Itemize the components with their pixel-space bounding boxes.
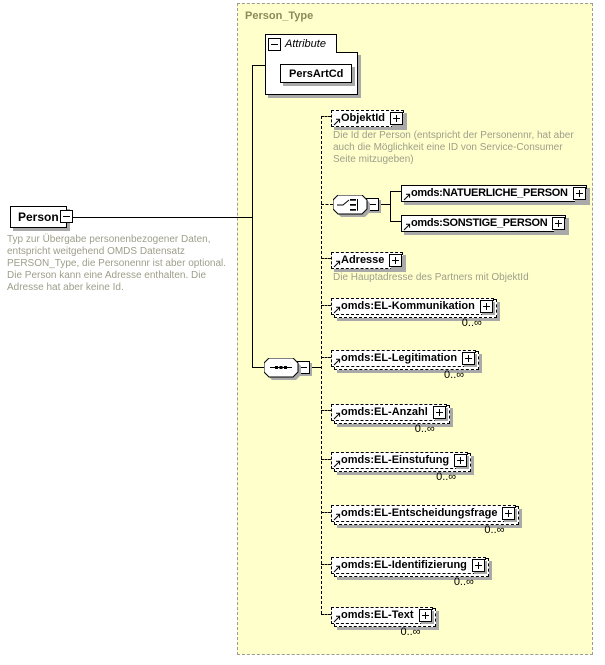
- cardinality-label: 0..∞: [461, 317, 482, 329]
- element-el-einstufung[interactable]: omds:EL-Einstufung 0..∞: [331, 450, 472, 483]
- plus-icon[interactable]: [462, 351, 476, 365]
- plus-icon[interactable]: [389, 253, 403, 267]
- reference-arrow-icon: [333, 306, 341, 313]
- connector-line: [390, 221, 401, 222]
- element-el-identifizierung[interactable]: omds:EL-Identifizierung 0..∞: [331, 555, 489, 588]
- sequence-dot: [279, 366, 283, 369]
- adresse-annotation: Die Hauptadresse des Partners mit Objekt…: [333, 272, 529, 283]
- plus-icon[interactable]: [502, 506, 516, 520]
- reference-arrow-icon: [333, 565, 341, 572]
- choice-icon[interactable]: [333, 195, 371, 218]
- element-el-entscheidungsfrage[interactable]: omds:EL-Entscheidungsfrage 0..∞: [331, 503, 520, 536]
- plus-icon[interactable]: [572, 186, 586, 200]
- connector-line: [310, 367, 321, 368]
- element-label: omds:EL-Einstufung: [341, 454, 450, 466]
- cardinality-label: 0..∞: [436, 471, 457, 483]
- element-label: omds:NATUERLICHE_PERSON: [411, 187, 568, 199]
- person-type-title: Person_Type: [245, 10, 314, 22]
- sequence-dot: [284, 366, 287, 369]
- reference-arrow-icon: [333, 460, 341, 467]
- attribute-persartcd-label: PersArtCd: [289, 67, 344, 80]
- reference-arrow-icon: [333, 118, 341, 125]
- connector-stub: [321, 614, 331, 615]
- connector-line: [379, 204, 390, 205]
- cardinality-label: 0..∞: [444, 369, 465, 381]
- attribute-persartcd[interactable]: PersArtCd: [280, 64, 353, 83]
- element-objektid[interactable]: ObjektId: [331, 108, 405, 127]
- attribute-section-tab[interactable]: Attribute: [265, 34, 337, 53]
- reference-arrow-icon: [333, 513, 341, 520]
- choice-dash: [350, 204, 356, 206]
- person-type-container: [237, 3, 593, 655]
- element-person[interactable]: Person: [10, 206, 73, 228]
- attribute-section-label: Attribute: [285, 38, 326, 50]
- element-label: ObjektId: [341, 112, 386, 124]
- connector-stub: [321, 305, 331, 306]
- connector-stub: [321, 116, 331, 117]
- connector-stub: [321, 410, 331, 411]
- plus-icon[interactable]: [479, 299, 493, 313]
- objektid-annotation: Die Id der Person (entspricht der Person…: [333, 130, 574, 165]
- choice-dash: [350, 209, 356, 211]
- reference-arrow-icon: [333, 615, 341, 622]
- element-label: omds:EL-Kommunikation: [341, 300, 475, 312]
- plus-icon[interactable]: [432, 405, 446, 419]
- reference-arrow-icon: [333, 260, 341, 267]
- plus-icon[interactable]: [471, 558, 485, 572]
- connector-stub: [321, 512, 331, 513]
- element-el-anzahl[interactable]: omds:EL-Anzahl 0..∞: [331, 402, 450, 435]
- element-el-text[interactable]: omds:EL-Text 0..∞: [331, 605, 436, 638]
- element-label: omds:EL-Text: [341, 609, 414, 621]
- element-label: Adresse: [341, 254, 385, 266]
- connector-line: [69, 217, 252, 218]
- choice-dash: [350, 199, 356, 201]
- element-label: omds:EL-Entscheidungsfrage: [341, 507, 498, 519]
- connector-line: [252, 65, 253, 368]
- minus-icon[interactable]: [268, 37, 281, 51]
- element-label: omds:EL-Anzahl: [341, 406, 428, 418]
- element-label: omds:SONSTIGE_PERSON: [411, 217, 548, 229]
- connector-stub: [321, 204, 333, 205]
- connector-line: [390, 191, 391, 222]
- element-natuerliche-person[interactable]: omds:NATUERLICHE_PERSON: [401, 183, 587, 202]
- plus-icon[interactable]: [454, 453, 468, 467]
- connector-line-dashed: [321, 116, 322, 614]
- sequence-dot: [275, 366, 278, 369]
- plus-icon[interactable]: [390, 111, 404, 125]
- reference-arrow-icon: [403, 223, 411, 230]
- plus-icon[interactable]: [552, 216, 566, 230]
- element-label: omds:EL-Identifizierung: [341, 559, 467, 571]
- cardinality-label: 0..∞: [484, 524, 505, 536]
- minus-icon[interactable]: [59, 210, 73, 223]
- connector-line: [390, 191, 401, 192]
- element-el-kommunikation[interactable]: omds:EL-Kommunikation 0..∞: [331, 296, 497, 329]
- reference-arrow-icon: [403, 193, 411, 200]
- reference-arrow-icon: [333, 358, 341, 365]
- choice-glyph: [337, 199, 350, 206]
- person-annotation: Typ zur Übergabe personenbezogener Daten…: [7, 234, 227, 293]
- sequence-icon[interactable]: [264, 358, 302, 381]
- connector-stub: [321, 459, 331, 460]
- connector-line: [252, 65, 265, 66]
- connector-stub: [321, 564, 331, 565]
- reference-arrow-icon: [333, 412, 341, 419]
- element-label: omds:EL-Legitimation: [341, 352, 458, 364]
- cardinality-label: 0..∞: [414, 423, 435, 435]
- cardinality-label: 0..∞: [453, 576, 474, 588]
- element-sonstige-person[interactable]: omds:SONSTIGE_PERSON: [401, 213, 567, 232]
- cardinality-label: 0..∞: [400, 626, 421, 638]
- element-adresse[interactable]: Adresse: [331, 250, 404, 269]
- connector-line: [252, 367, 264, 368]
- connector-stub: [321, 258, 331, 259]
- connector-stub: [321, 357, 331, 358]
- element-el-legitimation[interactable]: omds:EL-Legitimation 0..∞: [331, 348, 480, 381]
- element-person-label: Person: [18, 210, 59, 224]
- plus-icon[interactable]: [418, 608, 432, 622]
